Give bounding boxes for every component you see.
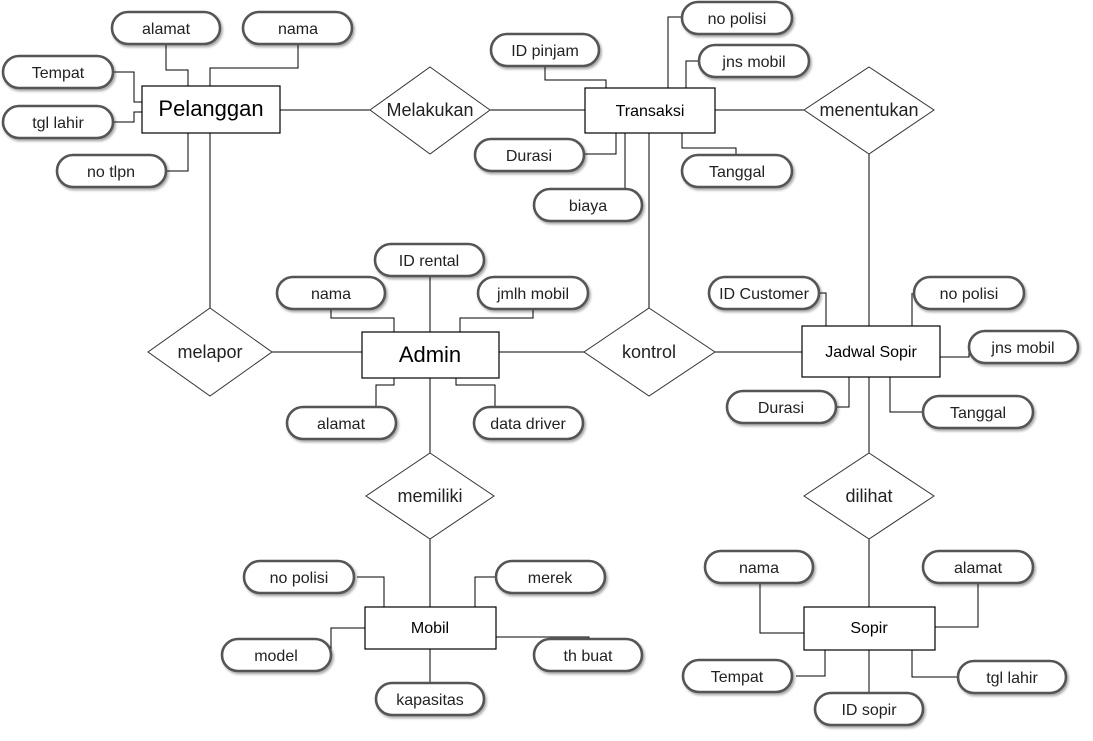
attr-admin-nama: nama <box>275 275 387 311</box>
attribute-label: jmlh mobil <box>496 286 569 303</box>
relationship-label: Melakukan <box>386 100 473 120</box>
attribute-label: ID rental <box>399 253 459 270</box>
attribute-label: Tempat <box>32 65 85 82</box>
attr-admin-id-rental: ID rental <box>373 242 486 278</box>
attr-admin-alamat: alamat <box>285 405 398 441</box>
attr-jadwal-durasi: Durasi <box>725 389 838 425</box>
relationship-label: memiliki <box>398 486 463 506</box>
attribute-label: Durasi <box>758 400 804 417</box>
attr-transaksi-durasi: Durasi <box>473 137 586 173</box>
attribute-label: ID sopir <box>841 702 897 719</box>
attribute-label: Tempat <box>711 669 764 686</box>
attr-mobil-kapasitas: kapasitas <box>374 681 486 717</box>
attr-transaksi-tanggal: Tanggal <box>680 153 794 189</box>
attribute-label: no polisi <box>270 570 329 587</box>
attr-transaksi-jns-mobil: jns mobil <box>697 43 811 79</box>
attribute-label: tgl lahir <box>32 115 84 132</box>
attribute-label: model <box>254 648 298 665</box>
attribute-label: no tlpn <box>87 164 135 181</box>
attr-sopir-tgl-lahir: tgl lahir <box>956 659 1068 695</box>
entity-label: Transaksi <box>616 103 685 120</box>
relationship-label: kontrol <box>622 342 676 362</box>
attribute-label: data driver <box>490 416 566 433</box>
relationship-memiliki: memiliki <box>365 452 495 540</box>
attribute-label: no polisi <box>708 11 767 28</box>
attribute-label: nama <box>739 560 779 577</box>
entity-label: Mobil <box>411 620 449 637</box>
attr-pelanggan-tgl-lahir: tgl lahir <box>1 104 115 140</box>
attribute-label: Tanggal <box>950 405 1006 422</box>
attr-sopir-id-sopir: ID sopir <box>813 691 925 727</box>
attr-mobil-merek: merek <box>494 559 607 595</box>
entity-label: Jadwal Sopir <box>825 344 917 361</box>
relationship-label: dilihat <box>845 486 892 506</box>
attr-transaksi-no-polisi: no polisi <box>680 0 794 36</box>
entity-label: Pelanggan <box>158 96 263 121</box>
relationship-menentukan: menentukan <box>803 66 935 155</box>
relationship-kontrol: kontrol <box>583 307 716 397</box>
attr-mobil-model: model <box>220 637 333 673</box>
entity-jadwal-sopir: Jadwal Sopir <box>801 325 941 378</box>
attr-jadwal-tanggal: Tanggal <box>921 394 1035 430</box>
attr-sopir-tempat: Tempat <box>681 658 794 694</box>
attr-jadwal-no-polisi: no polisi <box>912 275 1026 311</box>
attr-transaksi-biaya: biaya <box>532 187 644 223</box>
attribute-label: Durasi <box>506 148 552 165</box>
attribute-label: alamat <box>317 416 366 433</box>
entity-admin: Admin <box>361 331 500 379</box>
attr-sopir-nama: nama <box>703 549 815 585</box>
attr-mobil-th-buat: th buat <box>532 637 644 673</box>
attribute-label: no polisi <box>940 286 999 303</box>
relationship-label: melapor <box>177 342 242 362</box>
entity-label: Admin <box>399 342 461 367</box>
attribute-label: alamat <box>954 560 1003 577</box>
attribute-label: nama <box>278 21 318 38</box>
attribute-label: biaya <box>569 198 607 215</box>
attr-jadwal-id-customer: ID Customer <box>707 275 821 311</box>
attribute-label: kapasitas <box>396 692 464 709</box>
attr-mobil-no-polisi: no polisi <box>242 559 356 595</box>
entity-pelanggan: Pelanggan <box>141 85 281 134</box>
attr-pelanggan-nama: nama <box>241 10 354 46</box>
entity-transaksi: Transaksi <box>584 87 716 134</box>
attribute-label: tgl lahir <box>986 670 1038 687</box>
attr-pelanggan-tempat: Tempat <box>1 54 115 90</box>
attribute-label: ID pinjam <box>511 43 579 60</box>
attr-admin-data-driver: data driver <box>472 405 585 441</box>
entity-mobil: Mobil <box>364 606 497 650</box>
relationship-label: menentukan <box>819 100 918 120</box>
attribute-label: ID Customer <box>719 286 809 303</box>
attr-transaksi-id-pinjam: ID pinjam <box>489 32 601 68</box>
attribute-label: alamat <box>142 21 191 38</box>
relationship-melapor: melapor <box>147 307 273 397</box>
attribute-label: th buat <box>564 648 613 665</box>
attr-admin-jmlh-mobil: jmlh mobil <box>476 275 590 311</box>
attribute-label: merek <box>528 570 573 587</box>
relationship-dilihat: dilihat <box>803 452 935 540</box>
attribute-label: nama <box>311 286 351 303</box>
attribute-label: Tanggal <box>709 164 765 181</box>
attr-sopir-alamat: alamat <box>921 549 1035 585</box>
attr-pelanggan-no-tlpn: no tlpn <box>55 153 168 189</box>
entity-sopir: Sopir <box>803 606 936 651</box>
attr-jadwal-jns-mobil: jns mobil <box>967 329 1080 365</box>
relationship-melakukan: Melakukan <box>369 66 491 155</box>
attribute-label: jns mobil <box>990 340 1054 357</box>
attr-pelanggan-alamat: alamat <box>110 10 222 46</box>
attribute-label: jns mobil <box>721 54 785 71</box>
entity-label: Sopir <box>850 620 888 637</box>
